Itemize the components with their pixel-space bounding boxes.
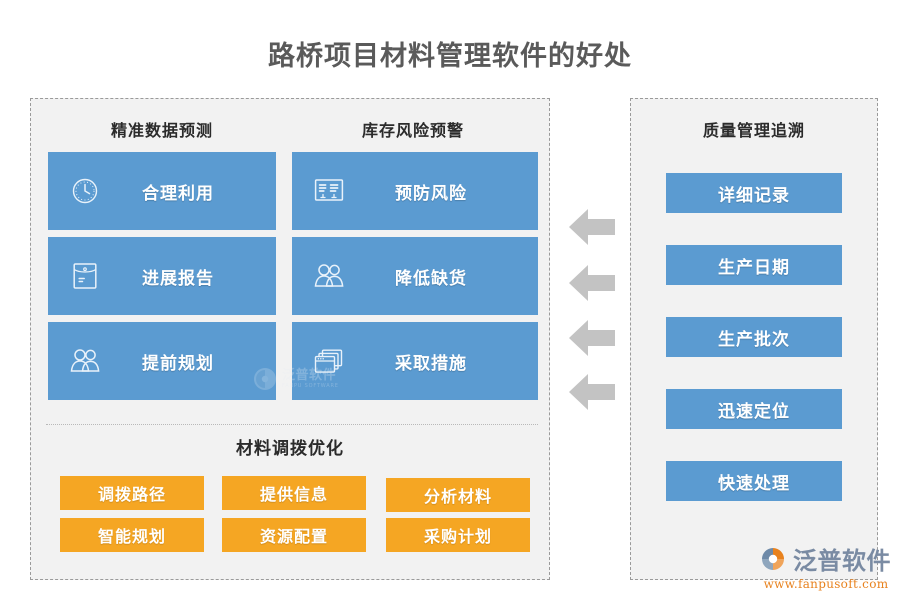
windows-icon bbox=[306, 322, 352, 400]
page-title: 路桥项目材料管理软件的好处 bbox=[268, 41, 632, 72]
flow-arrow-1 bbox=[568, 207, 616, 247]
chip-调拨路径[interactable]: 调拨路径 bbox=[60, 476, 204, 510]
section-divider bbox=[46, 424, 538, 425]
card-进展报告[interactable]: 进展报告 bbox=[48, 237, 276, 315]
report-icon bbox=[306, 152, 352, 230]
bar-迅速定位[interactable]: 迅速定位 bbox=[666, 389, 842, 429]
fanpu-logo-mark bbox=[762, 547, 784, 570]
chip-智能规划[interactable]: 智能规划 bbox=[60, 518, 204, 552]
brand-url: www.fanpusoft.com bbox=[763, 577, 889, 591]
left-column-heading-1: 库存风险预警 bbox=[361, 121, 464, 140]
bar-详细记录[interactable]: 详细记录 bbox=[666, 173, 842, 213]
chip-分析材料[interactable]: 分析材料 bbox=[386, 478, 530, 512]
bar-生产日期[interactable]: 生产日期 bbox=[666, 245, 842, 285]
bar-label: 快速处理 bbox=[718, 473, 790, 494]
bar-生产批次[interactable]: 生产批次 bbox=[666, 317, 842, 357]
flow-arrow-2 bbox=[568, 263, 616, 303]
chip-label: 分析材料 bbox=[423, 487, 492, 506]
flow-arrow-3 bbox=[568, 318, 616, 358]
chip-label: 资源配置 bbox=[259, 527, 328, 546]
clock-icon bbox=[62, 152, 108, 230]
card-label: 采取措施 bbox=[395, 353, 467, 374]
right-panel-heading: 质量管理追溯 bbox=[702, 121, 805, 140]
bar-label: 详细记录 bbox=[718, 185, 790, 206]
people-icon bbox=[306, 237, 352, 315]
card-提前规划[interactable]: 提前规划 bbox=[48, 322, 276, 400]
bar-快速处理[interactable]: 快速处理 bbox=[666, 461, 842, 501]
bottom-section-heading: 材料调拨优化 bbox=[236, 439, 344, 459]
brand-name: 泛普软件 bbox=[793, 547, 891, 575]
brand-logo: 泛普软件 www.fanpusoft.com bbox=[758, 540, 894, 592]
bar-label: 生产批次 bbox=[718, 329, 790, 350]
card-预防风险[interactable]: 预防风险 bbox=[292, 152, 538, 230]
card-采取措施[interactable]: 采取措施 bbox=[292, 322, 538, 400]
chip-提供信息[interactable]: 提供信息 bbox=[222, 476, 366, 510]
envelope-icon bbox=[62, 237, 108, 315]
card-合理利用[interactable]: 合理利用 bbox=[48, 152, 276, 230]
bar-label: 迅速定位 bbox=[718, 401, 790, 422]
card-label: 进展报告 bbox=[142, 268, 214, 289]
chip-label: 采购计划 bbox=[423, 527, 492, 546]
card-label: 降低缺货 bbox=[395, 268, 467, 289]
card-label: 预防风险 bbox=[395, 183, 467, 204]
chip-label: 提供信息 bbox=[259, 485, 328, 504]
chip-资源配置[interactable]: 资源配置 bbox=[222, 518, 366, 552]
chip-label: 调拨路径 bbox=[97, 485, 166, 504]
people-icon bbox=[62, 322, 108, 400]
card-label: 提前规划 bbox=[142, 353, 214, 374]
card-降低缺货[interactable]: 降低缺货 bbox=[292, 237, 538, 315]
bar-label: 生产日期 bbox=[718, 257, 790, 278]
chip-采购计划[interactable]: 采购计划 bbox=[386, 518, 530, 552]
chip-label: 智能规划 bbox=[97, 527, 166, 546]
card-label: 合理利用 bbox=[142, 183, 214, 204]
left-column-heading-0: 精准数据预测 bbox=[110, 121, 213, 140]
flow-arrow-4 bbox=[568, 372, 616, 412]
